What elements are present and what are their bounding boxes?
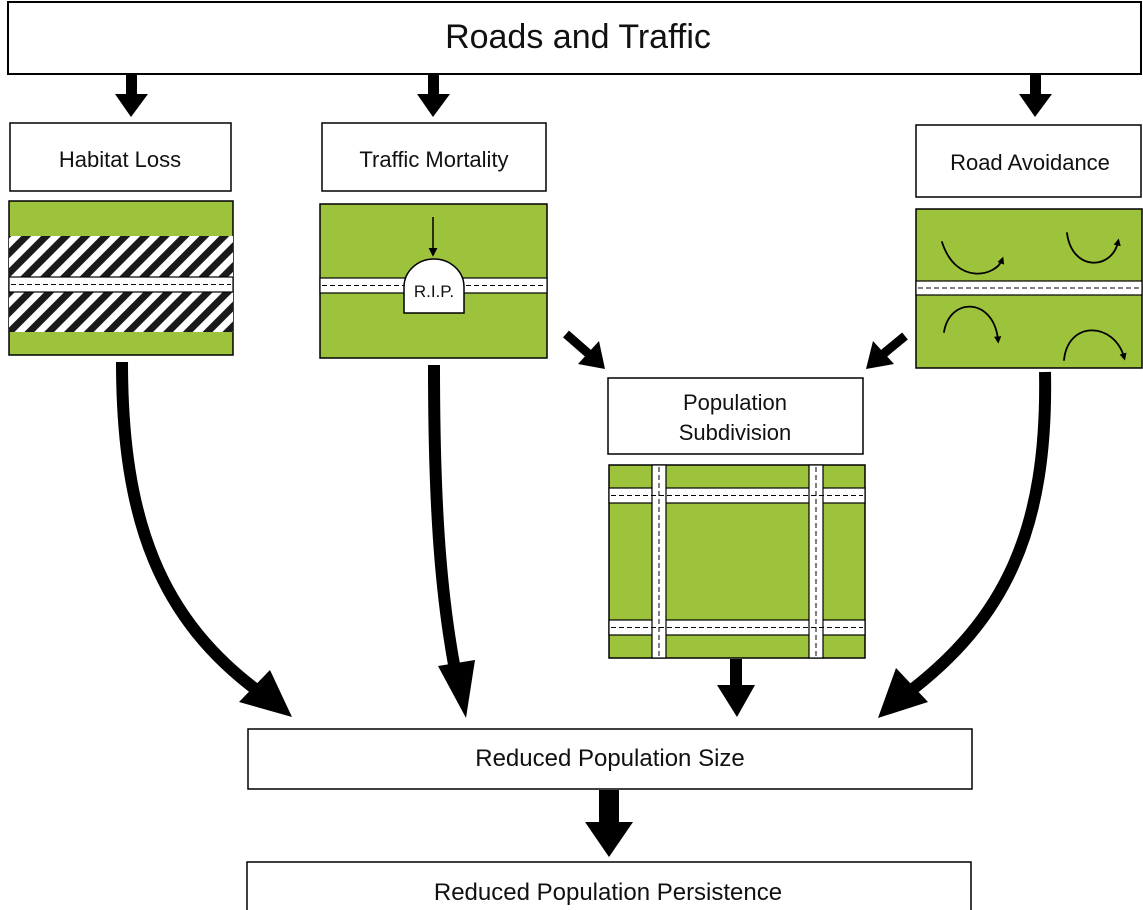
tombstone-label: R.I.P.	[414, 282, 454, 301]
traffic-mortality-box: Traffic Mortality	[321, 122, 547, 192]
road	[608, 619, 866, 636]
roads-and-traffic-box: Roads and Traffic	[7, 1, 1142, 75]
habitat-loss-label: Habitat Loss	[59, 147, 181, 172]
curved-arrow-icon	[1066, 232, 1121, 264]
population-subdivision-label-line1: Population	[683, 390, 787, 415]
reduced-population-persistence-box: Reduced Population Persistence	[246, 861, 972, 910]
road-avoidance-box: Road Avoidance	[915, 124, 1142, 198]
curved-arrow-icon	[943, 305, 1002, 344]
habitat-loss-panel	[8, 200, 234, 356]
population-subdivision-box: Population Subdivision	[607, 377, 864, 455]
population-subdivision-label-line2: Subdivision	[679, 420, 792, 445]
top-arrows	[115, 74, 1052, 117]
traffic-mortality-label: Traffic Mortality	[359, 147, 508, 172]
tombstone-icon	[403, 258, 465, 314]
arrow-to-traffic-mortality	[417, 74, 450, 117]
reduced-population-size-box: Reduced Population Size	[247, 728, 973, 790]
arrow-habitat-loss-to-reduced-size	[116, 361, 292, 717]
habitat-loss-box: Habitat Loss	[9, 122, 232, 192]
reduced-population-size-label: Reduced Population Size	[475, 745, 745, 772]
road	[651, 464, 667, 659]
arrow-avoidance-to-subdivision	[866, 332, 908, 369]
avoidance-arrows	[941, 232, 1127, 361]
diagonal-arrows	[563, 330, 908, 369]
arrow-subdivision-to-reduced-size	[717, 659, 755, 717]
arrow-mortality-to-subdivision	[563, 330, 605, 369]
traffic-mortality-panel: R.I.P.	[319, 203, 548, 359]
road	[808, 464, 824, 659]
arrow-traffic-mortality-to-reduced-size	[428, 364, 475, 718]
hatched-strip-upper	[9, 236, 233, 277]
road	[608, 487, 866, 504]
hatched-strip-lower	[9, 292, 233, 332]
population-subdivision-panel	[608, 464, 866, 659]
arrow-size-to-persistence	[585, 790, 633, 857]
arrow-to-habitat-loss	[115, 74, 148, 117]
road	[915, 280, 1143, 296]
curved-arrow-icon	[1063, 329, 1127, 361]
road-avoidance-label: Road Avoidance	[950, 150, 1110, 175]
road-grid	[608, 464, 866, 659]
reduced-population-persistence-label: Reduced Population Persistence	[434, 879, 782, 906]
curved-arrow-icon	[941, 241, 1005, 275]
arrow-road-avoidance-to-reduced-size	[878, 371, 1052, 718]
road	[8, 276, 234, 293]
large-arrows	[116, 361, 1052, 718]
arrow-to-road-avoidance	[1019, 74, 1052, 117]
roads-and-traffic-label: Roads and Traffic	[445, 18, 711, 56]
road-centerlines	[611, 467, 863, 656]
road-avoidance-panel	[915, 208, 1143, 369]
